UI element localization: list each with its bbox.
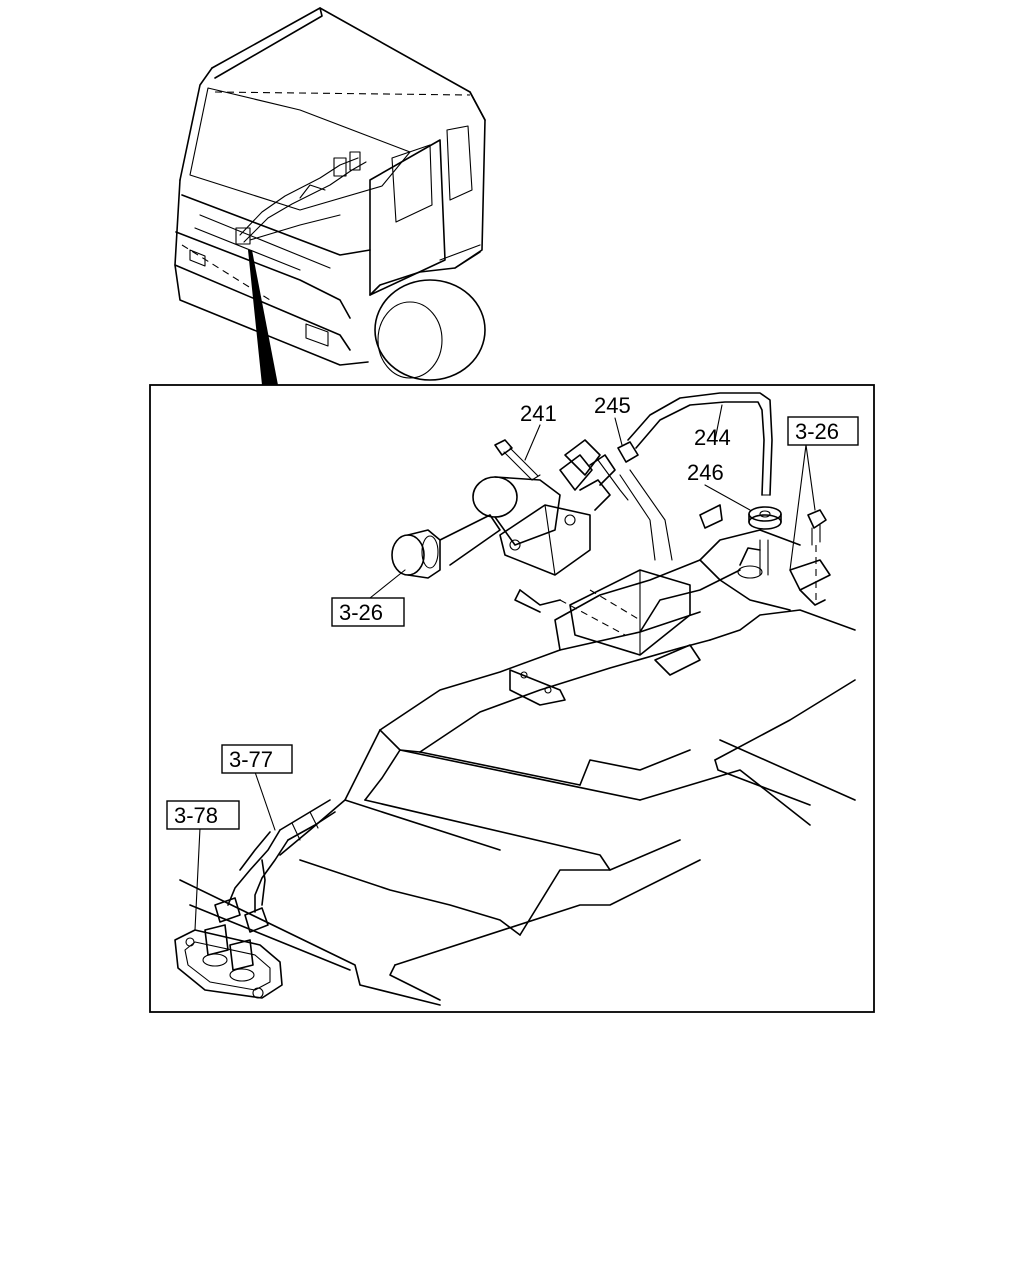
callout-246: 246 [687, 460, 724, 485]
frame-structure [179, 469, 856, 1006]
reference-label: 3-26 [339, 600, 383, 625]
reference-box-3-78: 3-78 [166, 800, 240, 830]
reference-label: 3-78 [174, 803, 218, 828]
reference-box-top-right: 3-26 [787, 416, 859, 446]
detail-pointer [248, 250, 278, 385]
reference-label: 3-77 [229, 747, 273, 772]
truck-cab-illustration [174, 7, 486, 381]
leader-lines [194, 404, 816, 931]
reference-box-left: 3-26 [331, 597, 405, 627]
detail-frame [149, 384, 875, 1013]
callout-245: 245 [594, 393, 631, 418]
callout-241: 241 [520, 401, 557, 426]
callout-244: 244 [694, 425, 731, 450]
hose-assembly [174, 799, 336, 999]
reference-label: 3-26 [795, 419, 839, 444]
reference-box-3-77: 3-77 [221, 744, 293, 774]
clutch-master-cylinder [391, 392, 831, 606]
